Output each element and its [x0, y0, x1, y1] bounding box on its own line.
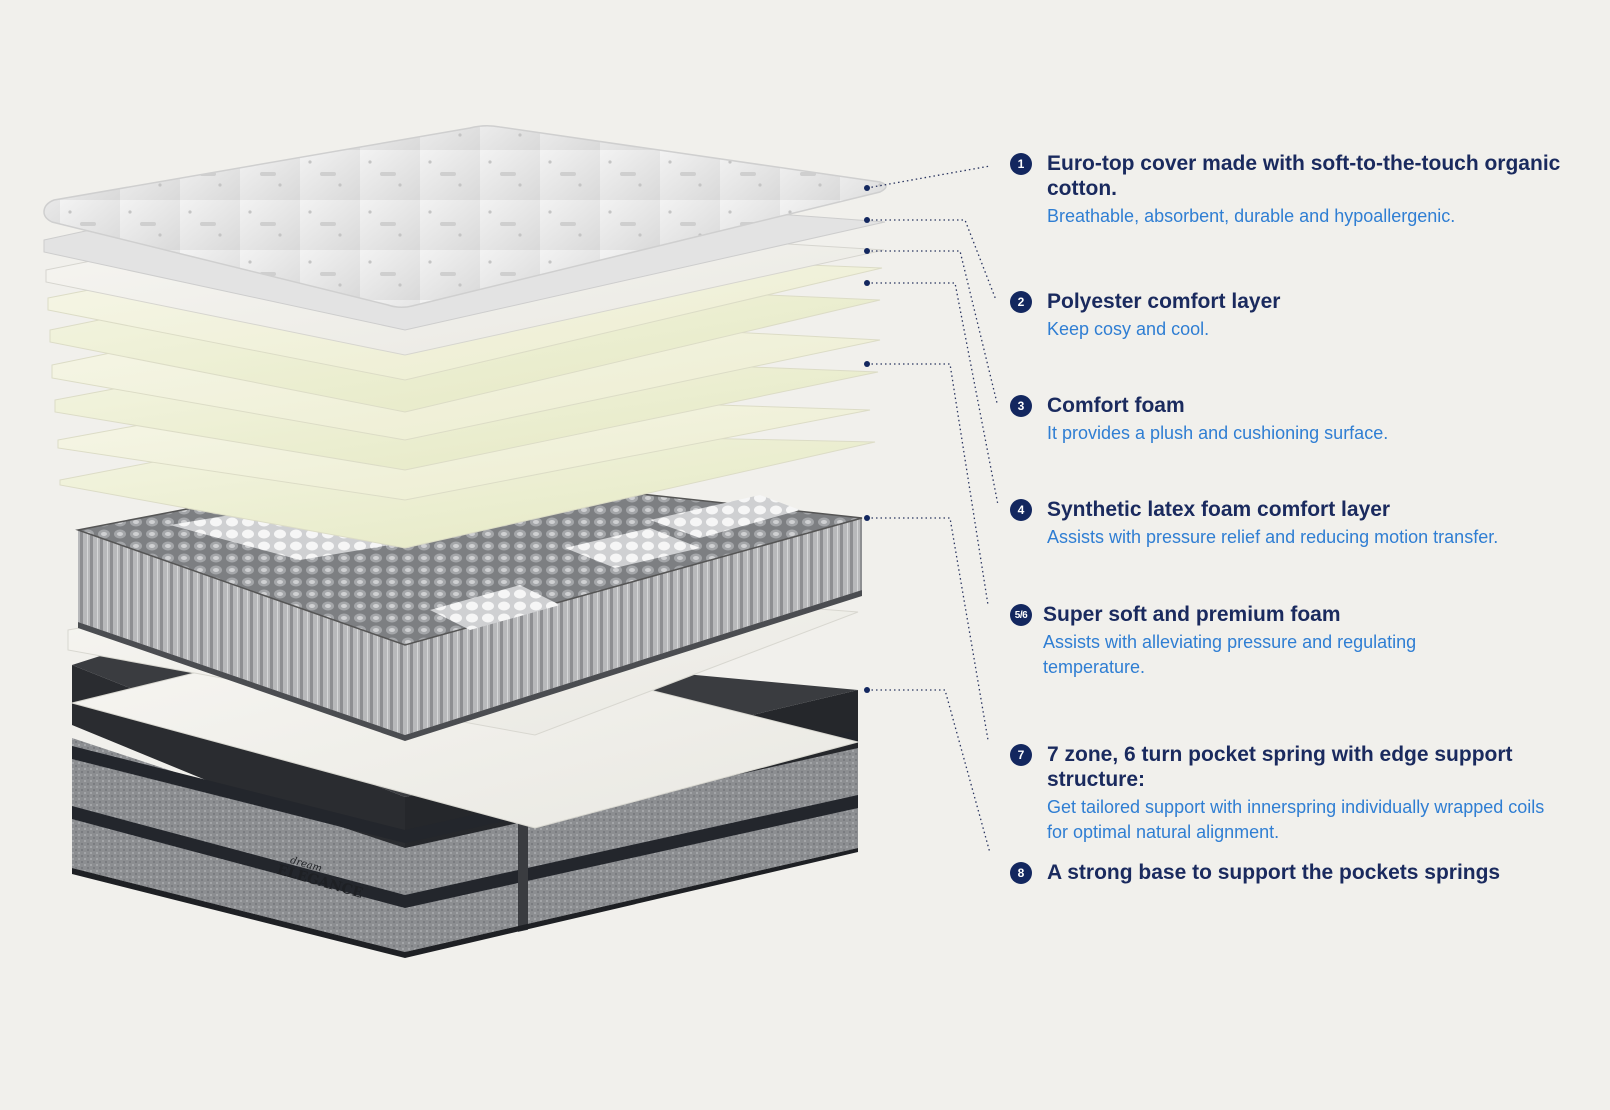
leader-line-1: [866, 165, 991, 189]
callout-title-1: Euro-top cover made with soft-to-the-tou…: [1047, 152, 1561, 200]
badge-4: 4: [1010, 499, 1032, 521]
callout-2: 2 Polyester comfort layer Keep cosy and …: [1010, 289, 1570, 342]
leader-dot-8: [864, 687, 870, 693]
leader-dot-2: [864, 217, 870, 223]
badge-5-6: 5/6: [1010, 604, 1032, 626]
leader-dot-3: [864, 248, 870, 254]
badge-2: 2: [1010, 291, 1032, 313]
callout-7: 7 7 zone, 6 turn pocket spring with edge…: [1010, 742, 1570, 845]
leader-line-3: [867, 250, 998, 404]
callout-title-3: Comfort foam: [1047, 394, 1185, 417]
callout-3: 3 Comfort foam It provides a plush and c…: [1010, 393, 1570, 446]
leader-line-56: [867, 363, 989, 606]
leader-line-7: [867, 517, 989, 741]
callout-desc-5-6: Assists with alleviating pressure and re…: [1043, 632, 1417, 677]
badge-1: 1: [1010, 153, 1032, 175]
euro-top-cover: [43, 124, 887, 309]
callout-desc-2: Keep cosy and cool.: [1047, 319, 1210, 339]
badge-8: 8: [1010, 862, 1032, 884]
leader-lines: [866, 165, 999, 854]
callout-1: 1 Euro-top cover made with soft-to-the-t…: [1010, 151, 1570, 229]
callout-title-4: Synthetic latex foam comfort layer: [1047, 498, 1391, 521]
leader-dot-4: [864, 280, 870, 286]
callout-desc-7: Get tailored support with innerspring in…: [1047, 797, 1545, 842]
callout-8: 8 A strong base to support the pockets s…: [1010, 860, 1570, 885]
callout-title-7: 7 zone, 6 turn pocket spring with edge s…: [1047, 743, 1513, 791]
leader-line-2: [867, 219, 997, 301]
leader-dots: [864, 185, 870, 693]
callout-5-6: 5/6 Super soft and premium foam Assists …: [1010, 602, 1570, 680]
callout-title-8: A strong base to support the pockets spr…: [1047, 861, 1501, 884]
leader-line-8: [867, 689, 991, 854]
callout-desc-4: Assists with pressure relief and reducin…: [1047, 527, 1499, 547]
callout-desc-3: It provides a plush and cushioning surfa…: [1047, 423, 1389, 443]
callout-title-5-6: Super soft and premium foam: [1043, 603, 1341, 626]
leader-dot-1: [864, 185, 870, 191]
leader-dot-56: [864, 361, 870, 367]
badge-7: 7: [1010, 744, 1032, 766]
callout-title-2: Polyester comfort layer: [1047, 290, 1281, 313]
callout-4: 4 Synthetic latex foam comfort layer Ass…: [1010, 497, 1570, 550]
leader-line-4: [867, 282, 999, 506]
badge-3: 3: [1010, 395, 1032, 417]
callout-desc-1: Breathable, absorbent, durable and hypoa…: [1047, 206, 1456, 226]
leader-dot-7: [864, 515, 870, 521]
